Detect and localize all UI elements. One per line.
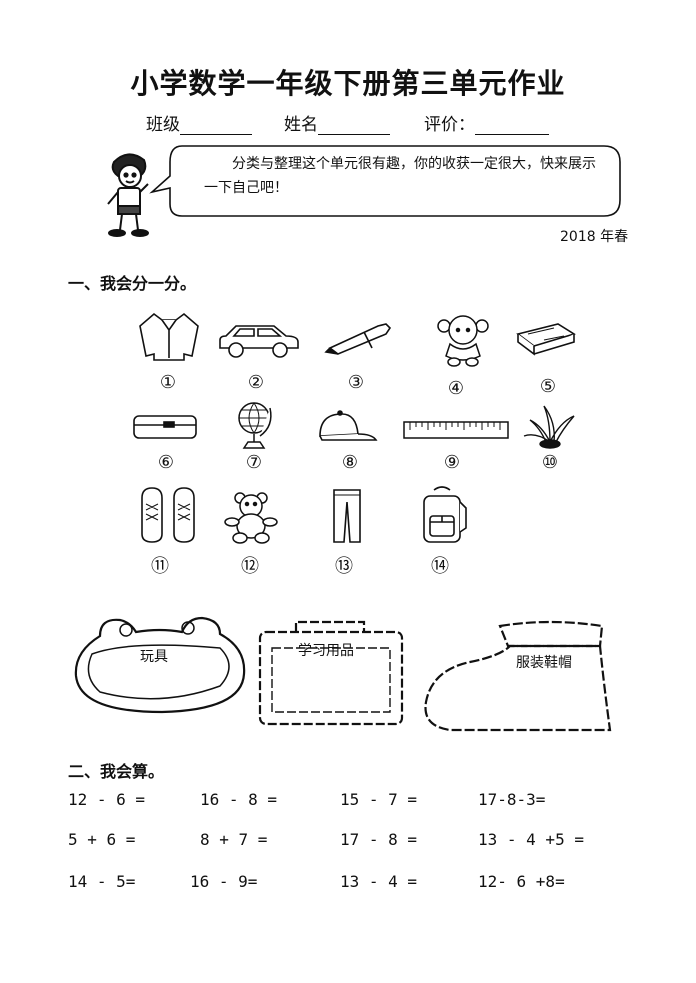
season-label: 2018 年春	[560, 229, 629, 245]
calc-problem: 13 - 4 +5 =	[478, 830, 584, 849]
name-field: 姓名	[284, 110, 390, 135]
grade-blank[interactable]	[475, 118, 549, 135]
calc-problem: 14 - 5=	[68, 872, 136, 891]
item-number: ⑪	[151, 556, 169, 577]
speech-text: 分类与整理这个单元很有趣，你的收获一定很大，快来展示一下自己吧！	[204, 156, 596, 196]
pencil-case-icon[interactable]	[130, 412, 200, 442]
class-blank[interactable]	[180, 118, 252, 135]
pen-icon[interactable]	[324, 318, 396, 358]
class-field: 班级	[146, 110, 252, 135]
bin-label-clothing: 服装鞋帽	[516, 655, 572, 671]
item-number: ⑩	[541, 452, 559, 473]
toy-bin-frog[interactable]	[70, 612, 250, 718]
calc-problem: 12 - 6 =	[68, 790, 146, 809]
doll-icon[interactable]	[436, 312, 490, 368]
plant-icon[interactable]	[520, 402, 580, 450]
bin-label-toys: 玩具	[140, 649, 168, 665]
grade-field: 评价：	[424, 110, 549, 135]
boy-icon	[107, 153, 149, 237]
class-label: 班级	[146, 115, 180, 135]
backpack-icon[interactable]	[416, 484, 468, 546]
calc-problem: 12- 6 +8=	[478, 872, 565, 891]
item-number: ⑤	[539, 376, 557, 397]
car-icon[interactable]	[216, 320, 300, 360]
item-number: ③	[347, 372, 365, 393]
calc-problem: 8 + 7 =	[200, 830, 268, 849]
grade-label: 评价：	[424, 115, 475, 135]
name-blank[interactable]	[318, 118, 390, 135]
bin-label-stationery: 学习用品	[298, 643, 354, 659]
item-number: ⑨	[443, 452, 461, 473]
item-number: ⑫	[241, 556, 259, 577]
item-number: ⑧	[341, 452, 359, 473]
page-title: 小学数学一年级下册第三单元作业	[130, 67, 566, 100]
section1-heading: 一、我会分一分。	[68, 274, 197, 293]
item-number: ⑬	[335, 556, 353, 577]
item-number: ⑭	[431, 556, 449, 577]
globe-icon[interactable]	[234, 398, 274, 452]
calc-problem: 13 - 4 =	[340, 872, 418, 891]
shoes-icon[interactable]	[136, 484, 200, 544]
box-icon[interactable]	[514, 320, 578, 358]
speech-bubble	[149, 145, 621, 217]
calc-problem: 15 - 7 =	[340, 790, 418, 809]
name-label: 姓名	[284, 115, 318, 135]
ruler-icon[interactable]	[402, 418, 512, 440]
calc-problem: 17-8-3=	[478, 790, 546, 809]
stationery-bin-bag[interactable]	[252, 618, 412, 728]
calc-problem: 5 + 6 =	[68, 830, 136, 849]
calc-problem: 17 - 8 =	[340, 830, 418, 849]
item-number: ①	[159, 372, 177, 393]
item-number: ②	[247, 372, 265, 393]
clothing-bin-boot[interactable]	[420, 616, 616, 732]
teddy-bear-icon[interactable]	[222, 490, 282, 544]
calc-problem: 16 - 8 =	[200, 790, 278, 809]
shirt-icon[interactable]	[136, 310, 202, 362]
item-number: ⑥	[157, 452, 175, 473]
cap-icon[interactable]	[316, 408, 378, 446]
pants-icon[interactable]	[330, 486, 364, 546]
calc-problem: 16 - 9=	[190, 872, 258, 891]
item-number: ④	[447, 378, 465, 399]
section2-heading: 二、我会算。	[68, 762, 165, 781]
item-number: ⑦	[245, 452, 263, 473]
